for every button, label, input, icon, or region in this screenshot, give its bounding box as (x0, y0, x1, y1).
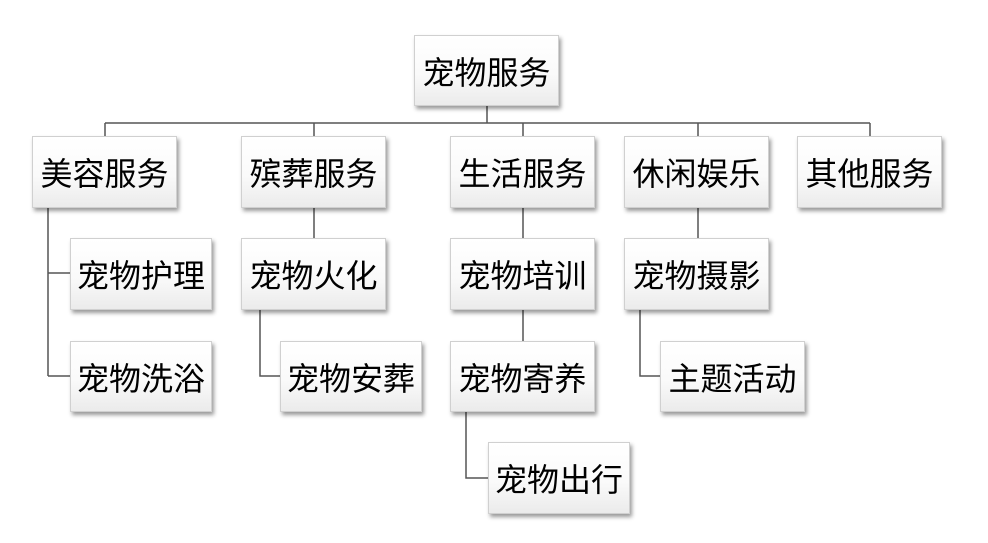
connector-binzang (259, 208, 315, 377)
category-node-qita: 其他服务 (797, 136, 942, 208)
leaf-node: 宠物培训 (450, 238, 595, 310)
leaf-node: 宠物火化 (241, 238, 386, 310)
connector-meirong (47, 208, 70, 377)
leaf-node: 宠物摄影 (624, 238, 769, 310)
leaf-node: 宠物护理 (70, 238, 212, 310)
leaf-node: 宠物出行 (488, 442, 630, 514)
leaf-node: 宠物安葬 (280, 341, 422, 412)
root-node: 宠物服务 (414, 35, 559, 106)
leaf-node: 宠物寄养 (450, 341, 595, 412)
connector-root-bus (104, 106, 871, 136)
category-node-binzang: 殡葬服务 (241, 136, 386, 208)
leaf-node: 主题活动 (660, 341, 805, 412)
category-node-meirong: 美容服务 (32, 136, 177, 208)
leaf-node: 宠物洗浴 (70, 341, 212, 412)
category-node-shenghuo: 生活服务 (450, 136, 595, 208)
category-node-xiuxian: 休闲娱乐 (624, 136, 769, 208)
connector-xiuxian (639, 208, 699, 377)
connector-shenghuo (465, 208, 524, 479)
